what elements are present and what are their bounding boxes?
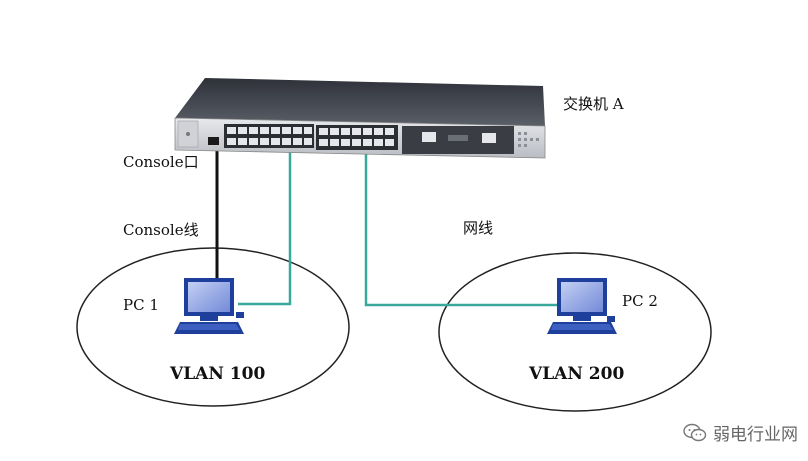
wechat-icon [683,423,707,443]
port-bank-1 [224,124,314,148]
uplink-module [402,126,514,154]
watermark-text: 弱电行业网 [713,425,798,445]
console-port [208,137,219,145]
console-port-label: Console口 [123,153,199,171]
network-cable-label: 网线 [463,219,494,237]
pc1-label: PC 1 [123,296,159,314]
vlan100-label: VLAN 100 [170,364,266,384]
vlan200-label: VLAN 200 [529,364,625,384]
switch-device [174,78,546,159]
port-bank-2 [316,125,398,150]
pc2-computer-icon [547,278,617,334]
pc2-label: PC 2 [622,292,658,310]
ethernet-cable-pc1 [238,150,292,306]
watermark: 弱电行业网 [683,420,798,445]
pc1-computer-icon [174,278,244,334]
vlan200-ellipse [438,252,712,412]
ethernet-cable-pc2 [364,150,557,307]
console-cable-label: Console线 [123,221,199,239]
switch-label: 交换机 A [563,95,624,113]
vlan100-ellipse [76,247,350,407]
